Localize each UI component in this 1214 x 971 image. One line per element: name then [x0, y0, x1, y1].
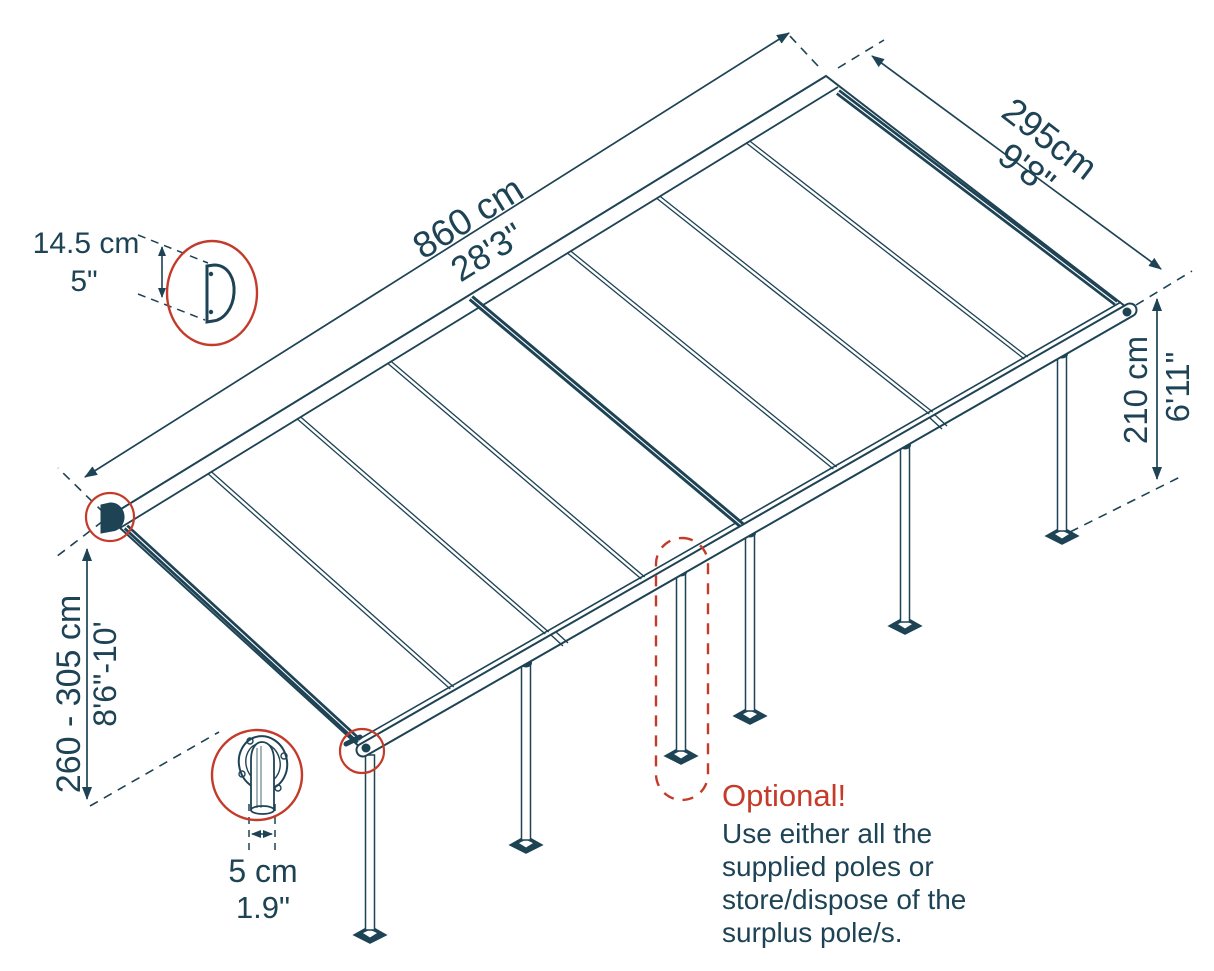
- wall-corner-highlight: [84, 491, 136, 543]
- front-height-imperial-label: 6'11": [1159, 352, 1196, 423]
- post-5: [899, 441, 911, 623]
- gutter-end-cap-right: [1122, 307, 1132, 317]
- post-6: [1056, 350, 1068, 532]
- post-width-metric-label: 5 cm: [228, 853, 297, 889]
- dimension-wall-height: 260 - 305 cm 8'6"-10': [50, 520, 220, 807]
- dimension-annotations: 860 cm 28'3" 295cm 9'8" 210 cm 6'11": [33, 32, 1196, 925]
- profile-metric-label: 14.5 cm: [33, 227, 140, 260]
- post-2: [520, 659, 532, 841]
- wall-height-imperial-label: 8'6"-10': [87, 621, 123, 726]
- detail-circle-profile: [165, 239, 259, 347]
- gutter-joints: [550, 414, 948, 647]
- detail-callouts: [84, 239, 710, 822]
- length-arrow: [84, 32, 790, 478]
- dimension-front-height: 210 cm 6'11": [1069, 298, 1196, 533]
- post-connector-detail: [210, 728, 304, 822]
- gutter-corner-highlight: [338, 727, 386, 775]
- optional-note-title: Optional!: [722, 778, 846, 813]
- dimension-profile-height: 14.5 cm 5": [33, 227, 209, 321]
- dimension-post-width: 5 cm 1.9": [228, 804, 298, 925]
- post-optional: [675, 568, 687, 752]
- detail-circle-connector: [210, 728, 304, 822]
- optional-note-line-4: surplus pole/s.: [722, 917, 903, 948]
- optional-pole-outline: [654, 536, 710, 802]
- post-4: [744, 529, 756, 712]
- optional-note: Optional! Use either all the supplied po…: [722, 778, 966, 948]
- optional-note-line-3: store/dispose of the: [722, 884, 966, 915]
- front-height-metric-label: 210 cm: [1117, 336, 1154, 444]
- support-posts: [352, 349, 1080, 944]
- corner-elbow: [343, 734, 363, 747]
- profile-imperial-label: 5": [70, 265, 97, 298]
- post-width-imperial-label: 1.9": [236, 890, 290, 925]
- wall-profile-cross-section: [205, 263, 236, 324]
- front-gutter: [355, 302, 1138, 758]
- wall-profile-detail: [165, 239, 259, 347]
- post-1: [364, 754, 376, 931]
- connector-tube: [250, 741, 275, 811]
- wall-height-metric-label: 260 - 305 cm: [50, 595, 88, 793]
- wall-bracket: [100, 502, 125, 534]
- optional-note-line-1: Use either all the: [722, 818, 932, 849]
- post-shafts: [364, 350, 1068, 931]
- width-arrow: [871, 55, 1162, 270]
- gutter-end-cap-left: [361, 743, 371, 753]
- optional-note-line-2: supplied poles or: [722, 851, 934, 882]
